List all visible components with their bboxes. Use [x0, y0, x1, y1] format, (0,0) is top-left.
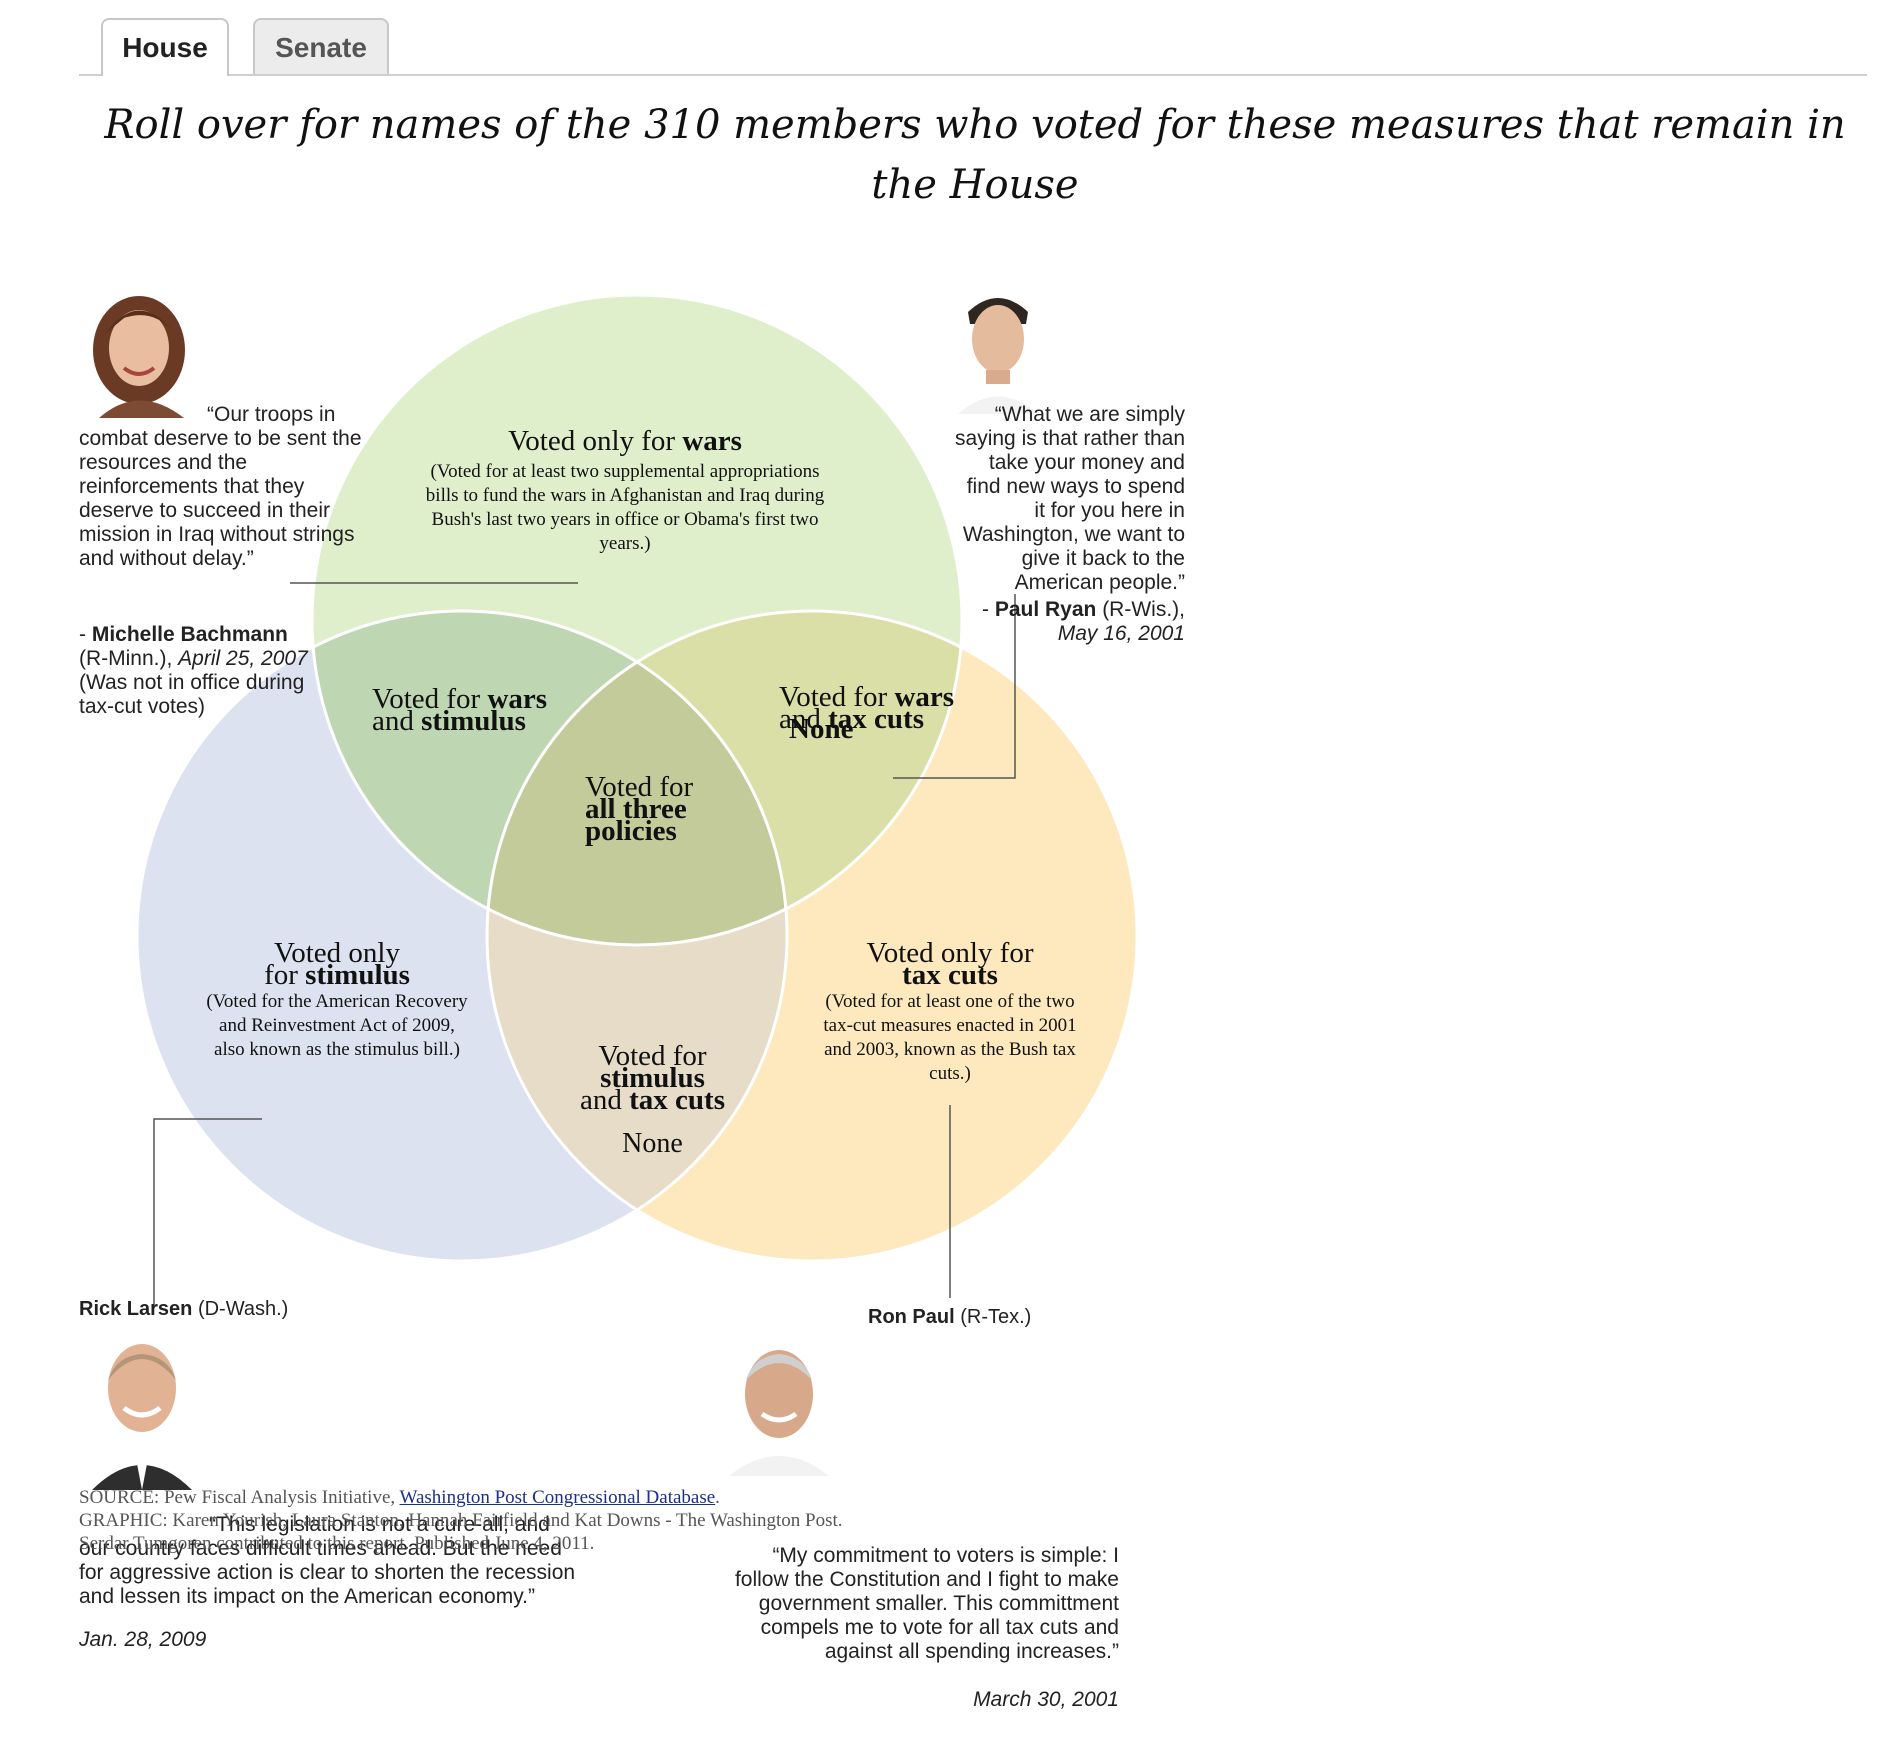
photo-michelle-bachmann	[93, 296, 185, 418]
label-wars-only: Voted only for wars (Voted for at least …	[425, 425, 825, 555]
label-rick-larsen: Rick Larsen (D-Wash.)	[79, 1298, 289, 1320]
label-all-three: Voted for all three policies	[585, 771, 694, 847]
photo-rick-larsen	[92, 1344, 192, 1490]
date-ron-paul: March 30, 2001	[973, 1688, 1119, 1711]
tab-house[interactable]: House	[101, 18, 229, 76]
tab-bar: House Senate	[79, 18, 1867, 76]
circle-outline-wars	[310, 293, 964, 947]
source-credits: SOURCE: Pew Fiscal Analysis Initiative, …	[79, 1487, 843, 1554]
leader-line-ryan	[893, 594, 1016, 779]
photo-ron-paul	[729, 1350, 829, 1476]
link-congressional-database[interactable]: Washington Post Congressional Database	[399, 1487, 716, 1508]
quote-larsen: “This legislation is not a cure-all, and…	[79, 1513, 576, 1608]
quote-ron-paul: “My commitment to voters is simple: I fo…	[734, 1544, 1119, 1663]
circle-outline-stimulus	[135, 609, 789, 1263]
region-all-three[interactable]	[487, 611, 1137, 1261]
label-wars-tax: Voted for wars and tax cuts None	[779, 681, 955, 745]
label-stimulus-only: Voted only for stimulus (Voted for the A…	[206, 937, 468, 1061]
page-title: Roll over for names of the 310 members w…	[104, 102, 1846, 208]
quote-ryan: “What we are simply saying is that rathe…	[955, 403, 1185, 594]
label-ron-paul: Ron Paul (R-Tex.)	[868, 1306, 1032, 1328]
attribution-bachmann: - Michelle Bachmann (R-Minn.), April 25,…	[79, 623, 308, 718]
circle-outline-tax	[485, 609, 1139, 1263]
quote-bachmann: “Our troops in combat deserve to be sent…	[79, 403, 362, 570]
date-larsen: Jan. 28, 2009	[79, 1628, 207, 1651]
tab-senate[interactable]: Senate	[253, 18, 389, 74]
leader-line-larsen	[153, 1118, 262, 1308]
label-wars-stimulus: Voted for wars and stimulus	[372, 683, 548, 737]
photo-paul-ryan	[958, 298, 1038, 414]
attribution-ryan: - Paul Ryan (R-Wis.), May 16, 2001	[981, 598, 1185, 645]
label-tax-only: Voted only for tax cuts (Voted for at le…	[823, 937, 1077, 1085]
label-stim-tax: Voted for stimulus and tax cuts None	[580, 1040, 725, 1159]
